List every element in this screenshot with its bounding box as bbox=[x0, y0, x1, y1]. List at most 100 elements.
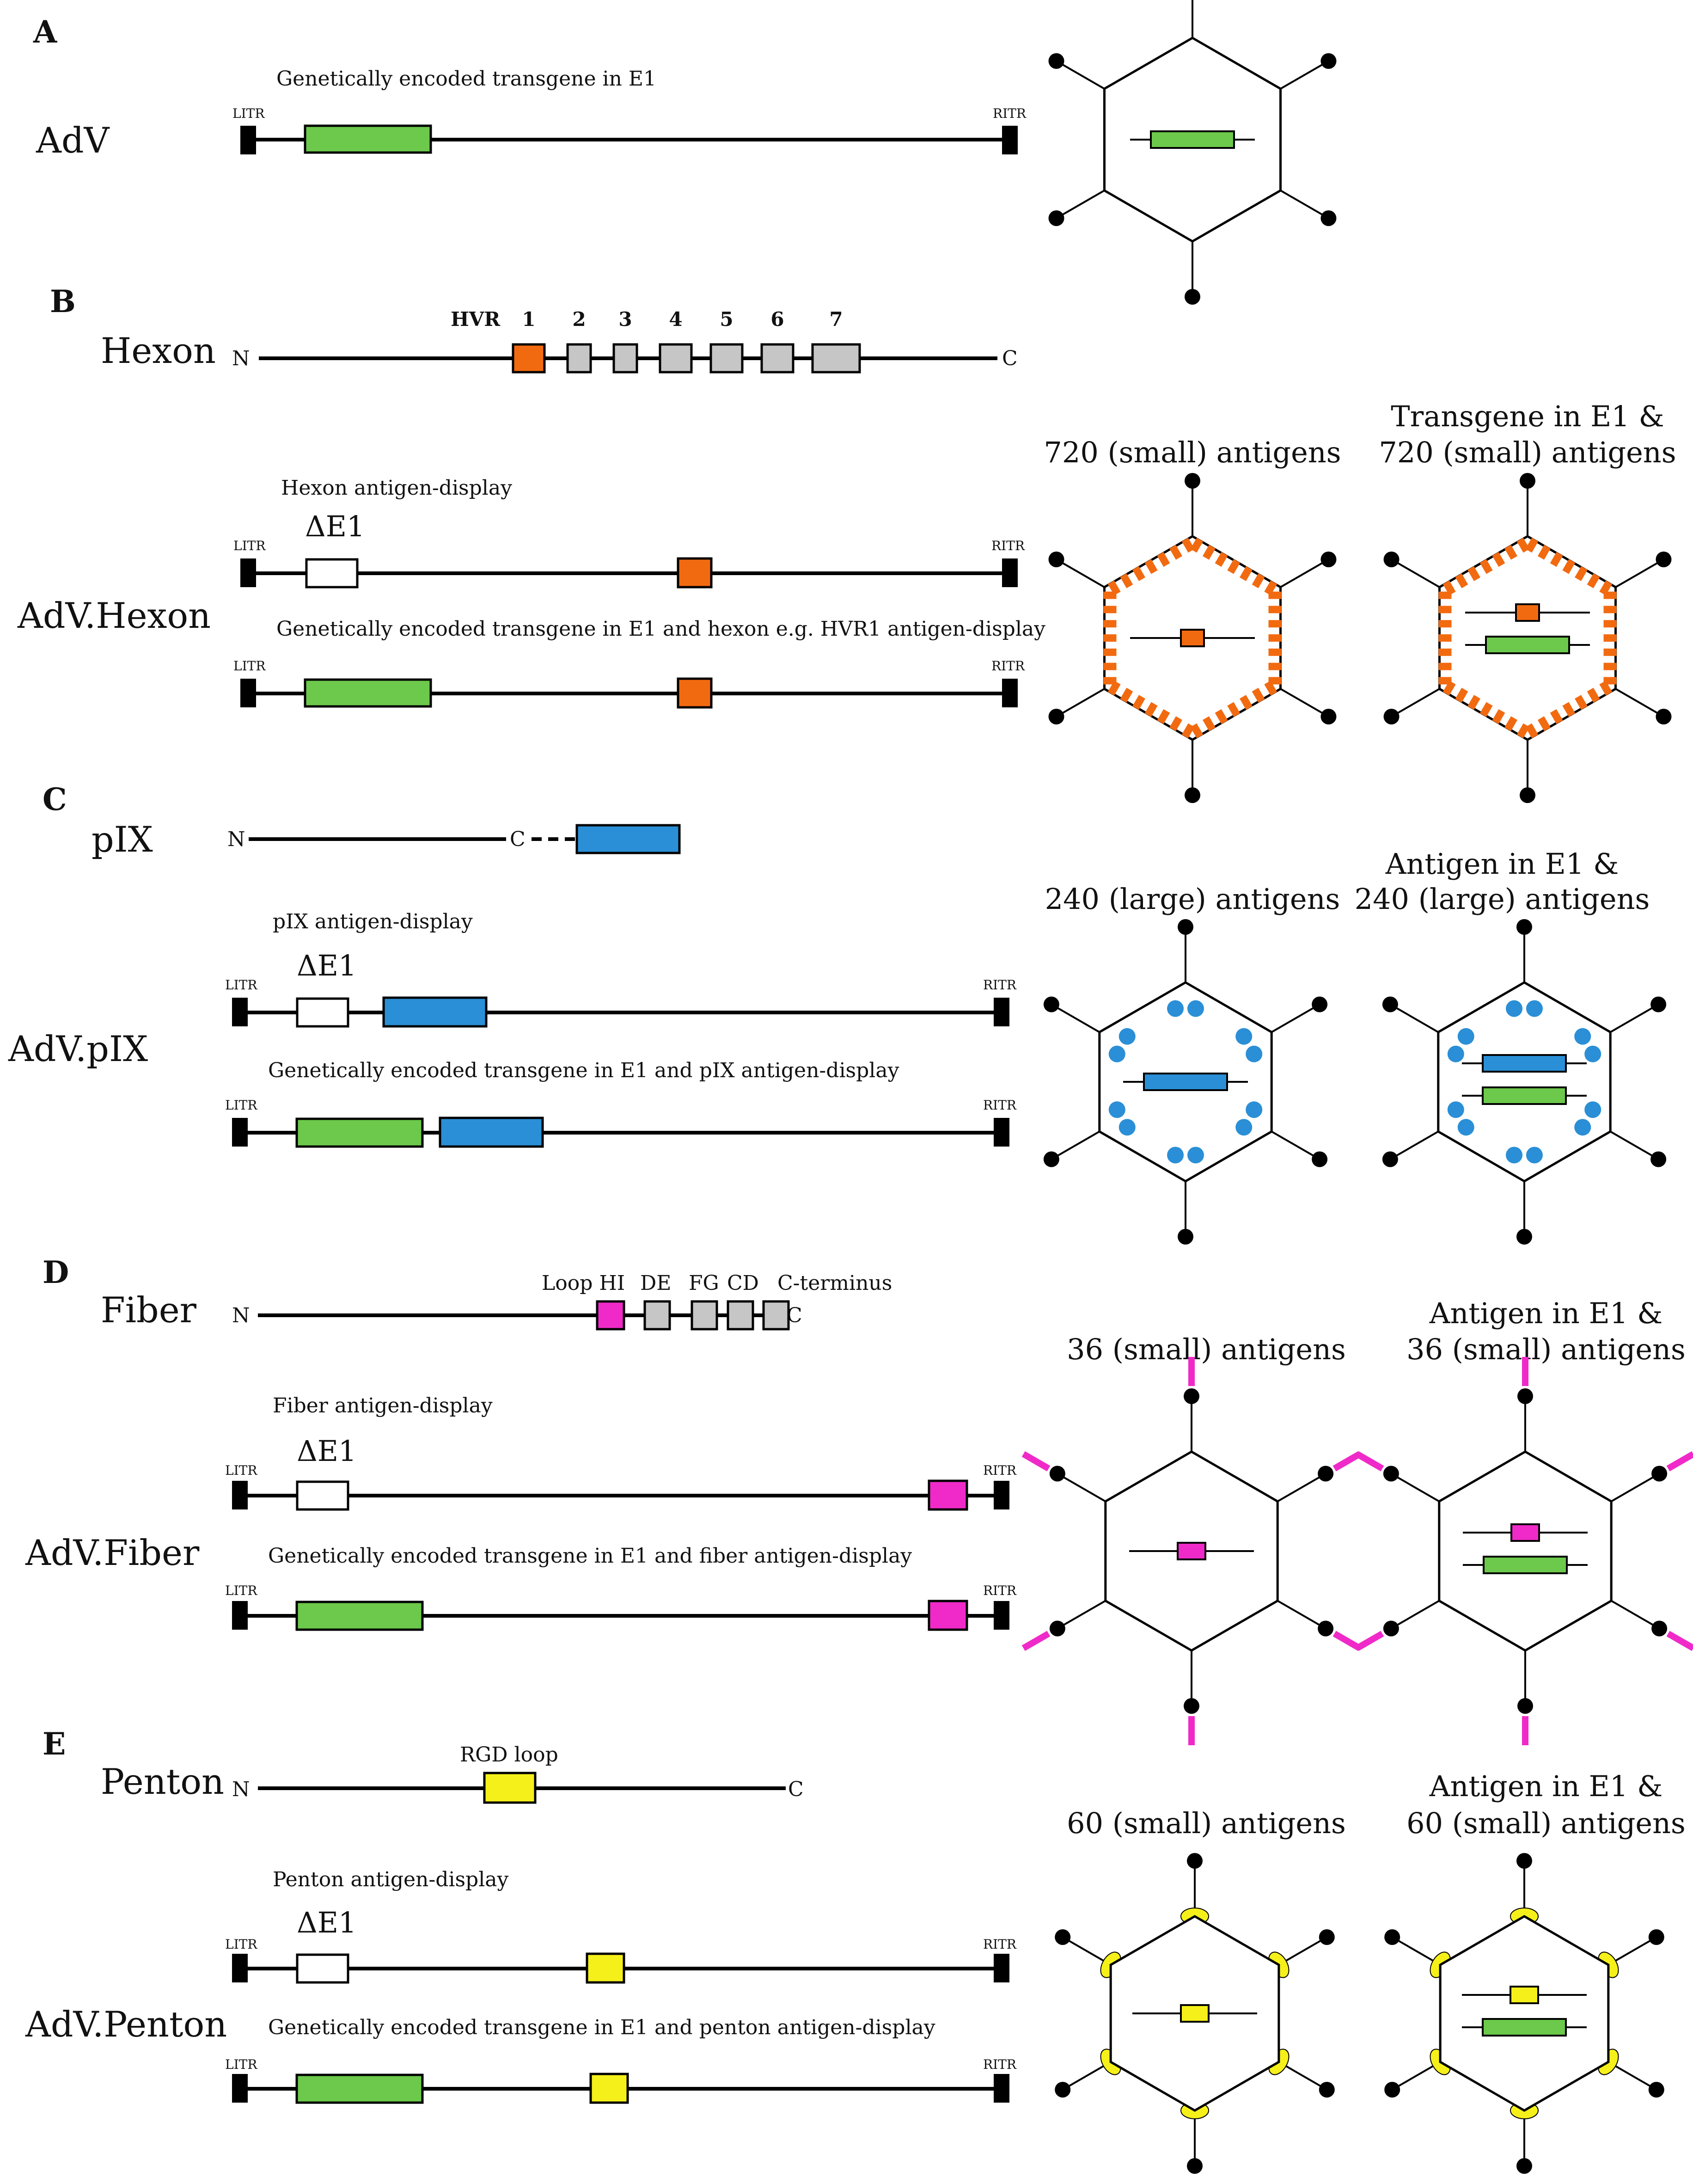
fg-box bbox=[691, 1300, 718, 1331]
fiber-knob bbox=[1184, 1698, 1199, 1714]
genome-hexon-display: LITR RITR ΔE1 bbox=[233, 509, 1025, 589]
hexon-antigen-marker bbox=[1438, 620, 1452, 628]
pix-antigen-marker bbox=[1118, 1028, 1136, 1045]
hvr-5-box bbox=[709, 343, 744, 374]
fiber-knob bbox=[1516, 919, 1532, 935]
pix-antigen-marker bbox=[1187, 1147, 1204, 1164]
litr-block bbox=[232, 1118, 248, 1147]
domain-label-cd: CD bbox=[727, 1271, 759, 1295]
fiber-spike bbox=[1278, 1936, 1327, 1966]
deleted-e1-box bbox=[305, 558, 359, 589]
transgene-box bbox=[295, 2074, 424, 2104]
pix-antigen-marker bbox=[1506, 1000, 1523, 1017]
fiber-knob bbox=[1520, 473, 1535, 489]
hvr-1-box bbox=[512, 343, 546, 374]
fiber-knob bbox=[1185, 289, 1200, 305]
genome-penton-display: LITR RITR ΔE1 bbox=[225, 1906, 1017, 1984]
fiber-knob bbox=[1184, 1388, 1199, 1404]
fiber-knob bbox=[1656, 552, 1672, 567]
fiber-knob bbox=[1382, 996, 1398, 1012]
fiber-spike bbox=[1611, 1600, 1660, 1630]
hexon-antigen-marker bbox=[1438, 663, 1452, 670]
hexon-antigen-marker bbox=[1215, 709, 1228, 724]
capsid-hexagon bbox=[1437, 981, 1612, 1183]
litr-block bbox=[240, 558, 256, 587]
hexon-antigen-marker bbox=[1562, 702, 1576, 717]
fiber-knob bbox=[1320, 53, 1337, 69]
hexon-antigen-marker bbox=[1268, 663, 1282, 670]
fiber-spike bbox=[1280, 60, 1329, 90]
fiber-spike bbox=[1056, 558, 1105, 588]
litr-label: LITR bbox=[225, 2057, 257, 2072]
fiber-spike bbox=[1271, 1003, 1320, 1033]
fiber-antigen-marker bbox=[1355, 1451, 1384, 1472]
pix-antigen-marker bbox=[1167, 1147, 1184, 1164]
fiber-knob bbox=[1187, 2158, 1203, 2174]
construct-name-adv-hexon: AdV.Hexon bbox=[17, 595, 211, 636]
fiber-spike bbox=[1271, 1130, 1320, 1160]
hvr-2-box bbox=[566, 343, 592, 374]
protein-name-fiber: Fiber bbox=[101, 1289, 197, 1331]
ritr-block bbox=[1002, 679, 1018, 707]
fiber-knob bbox=[1516, 1229, 1532, 1245]
domain-label-de: DE bbox=[640, 1271, 671, 1295]
litr-block bbox=[240, 126, 256, 154]
transgene-box bbox=[1482, 1086, 1567, 1105]
hexon-antigen-marker bbox=[1202, 716, 1216, 731]
virion-fiber-combo bbox=[1355, 1357, 1693, 1745]
capsid-hexagon bbox=[1438, 1450, 1613, 1652]
litr-label: LITR bbox=[225, 1937, 257, 1952]
pix-antigen-marker bbox=[1167, 1000, 1184, 1017]
fiber-knob bbox=[1048, 210, 1064, 226]
transgene-box bbox=[295, 1117, 424, 1148]
hexon-antigen-marker bbox=[1157, 552, 1170, 567]
fiber-knob bbox=[1383, 552, 1400, 567]
fiber-antigen-marker bbox=[1666, 1631, 1693, 1651]
penton-gene-box bbox=[1180, 2004, 1210, 2023]
virion-fiber bbox=[1021, 1357, 1362, 1745]
fiber-knob bbox=[1650, 1151, 1667, 1167]
genome-pix-display: LITR RITR ΔE1 bbox=[225, 949, 1017, 1028]
transgene-box bbox=[1482, 2018, 1567, 2037]
hexon-antigen-marker bbox=[1467, 695, 1480, 710]
fiber-knob bbox=[1318, 1620, 1334, 1637]
hexon-antigen-marker bbox=[1268, 620, 1282, 628]
panel-letter-e: E bbox=[43, 1726, 66, 1762]
fiber-knob bbox=[1055, 2082, 1071, 2098]
fiber-knob bbox=[1384, 1929, 1400, 1945]
pix-antigen-marker bbox=[1506, 1147, 1523, 1164]
protein-name-penton: Penton bbox=[101, 1761, 224, 1802]
hexon-antigen-marker bbox=[1107, 580, 1121, 595]
hexon-antigen-marker bbox=[1120, 573, 1133, 589]
fiber-knob bbox=[1320, 709, 1337, 724]
hexon-antigen-marker bbox=[1587, 687, 1600, 703]
fiber-antigen-marker bbox=[1355, 1631, 1384, 1651]
hexon-antigen-marker bbox=[1492, 709, 1505, 724]
litr-label: LITR bbox=[232, 106, 265, 121]
fiber-knob bbox=[1049, 1620, 1065, 1637]
pix-antigen-marker bbox=[1447, 1101, 1464, 1118]
hexon-antigen-marker bbox=[1603, 606, 1617, 613]
hexon-antigen-marker bbox=[1575, 566, 1588, 581]
fiber-spike bbox=[1062, 2061, 1112, 2091]
fiber-spike bbox=[1611, 1472, 1660, 1503]
fiber-knob bbox=[1048, 709, 1064, 724]
genome-fiber-display: LITR RITR ΔE1 bbox=[225, 1434, 1017, 1511]
construct-name-adv-fiber: AdV.Fiber bbox=[25, 1532, 200, 1573]
hexon-antigen-marker bbox=[1132, 566, 1145, 581]
litr-label: LITR bbox=[225, 1463, 257, 1478]
hexon-antigen-marker bbox=[1562, 559, 1576, 574]
hexon-antigen-marker bbox=[1537, 716, 1551, 731]
fiber-knob bbox=[1178, 919, 1193, 935]
virion-penton bbox=[1055, 1853, 1335, 2174]
n-terminus-label: N bbox=[232, 347, 250, 370]
fiber-spike bbox=[1057, 1600, 1106, 1630]
hexon-antigen-marker bbox=[1599, 681, 1613, 696]
virion-title-fiber-combo-line1: Antigen in E1 & bbox=[1429, 1296, 1663, 1330]
fiber-antigen-box bbox=[928, 1479, 968, 1511]
virion-title-hexon-combo-line1: Transgene in E1 & bbox=[1391, 399, 1664, 433]
ritr-block bbox=[994, 2074, 1009, 2103]
hexon-antigen-box bbox=[677, 677, 713, 709]
